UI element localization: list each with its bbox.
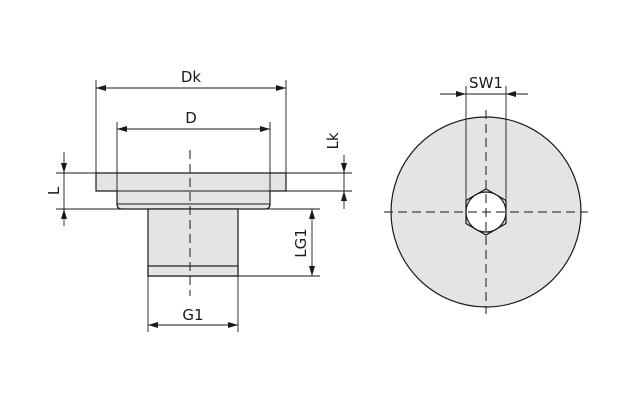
- lk-arrow-bottom: [341, 191, 347, 201]
- l-label: L: [45, 186, 63, 195]
- d-arrow-left: [117, 126, 127, 132]
- lg1-arrow-bottom: [309, 266, 315, 276]
- d-label: D: [185, 109, 197, 127]
- side-view: Dk D Lk L LG1 G1: [45, 68, 352, 332]
- lk-arrow-top: [341, 163, 347, 173]
- d-arrow-right: [260, 126, 270, 132]
- sw1-label: SW1: [469, 74, 503, 92]
- g1-arrow-right: [228, 322, 238, 328]
- dk-arrow-left: [96, 85, 106, 91]
- threaded-stem: [147, 208, 239, 277]
- dk-arrow-right: [276, 85, 286, 91]
- lg1-label: LG1: [292, 228, 310, 258]
- g1-label: G1: [182, 306, 203, 324]
- dk-label: Dk: [181, 68, 202, 86]
- sw1-arrow-right: [506, 91, 516, 97]
- lg1-arrow-top: [309, 209, 315, 219]
- thread-end: [147, 265, 239, 277]
- l-arrow-top: [61, 163, 67, 173]
- front-view: SW1: [384, 74, 588, 314]
- g1-arrow-left: [148, 322, 158, 328]
- lk-label: Lk: [324, 132, 342, 149]
- l-arrow-bottom: [61, 209, 67, 219]
- sw1-arrow-left: [456, 91, 466, 97]
